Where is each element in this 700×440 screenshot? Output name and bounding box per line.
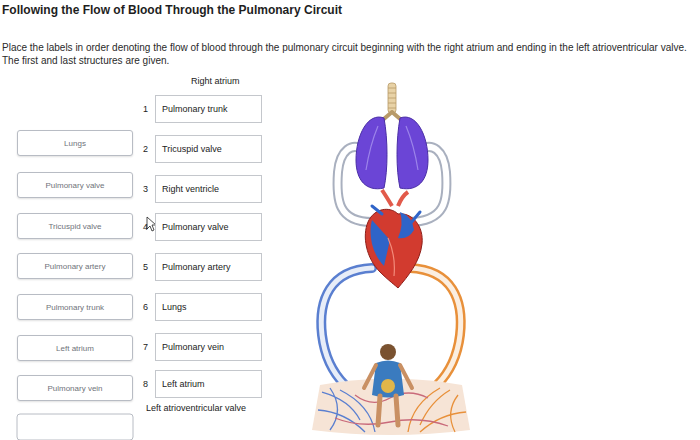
label-text: Left atrium xyxy=(56,344,94,353)
answer-slot-box: 8Left atrium xyxy=(155,370,262,398)
slot-text: Lungs xyxy=(162,302,187,312)
answer-slot-box: 5Pulmonary artery xyxy=(155,253,262,281)
answer-label-box: Left atrium xyxy=(17,335,133,361)
answer-label-box: Pulmonary artery xyxy=(17,253,133,279)
callout-number: 5 xyxy=(143,262,148,272)
answer-slot-box: 3Right ventricle xyxy=(155,175,262,203)
slot-text: Pulmonary valve xyxy=(162,222,229,232)
answer-label-box: Pulmonary trunk xyxy=(17,294,133,320)
callout-number: 1 xyxy=(143,104,148,114)
page-title: Following the Flow of Blood Through the … xyxy=(2,3,342,17)
label-text: Tricuspid valve xyxy=(48,222,101,231)
instructions-text: Place the labels in order denoting the f… xyxy=(2,41,696,67)
answer-label-box: Lungs xyxy=(17,130,133,156)
label-text: Pulmonary trunk xyxy=(46,303,104,312)
slot-text: Left atrium xyxy=(162,379,205,389)
answer-label-box: Pulmonary valve xyxy=(17,172,133,198)
answer-slot-box: 1Pulmonary trunk xyxy=(155,95,262,123)
answer-slot-box: 2Tricuspid valve xyxy=(155,135,262,163)
heart-illustration xyxy=(365,190,422,288)
slot-text: Pulmonary artery xyxy=(162,262,231,272)
person-figure xyxy=(364,344,412,425)
callout-number: 8 xyxy=(143,379,148,389)
slot-text: Pulmonary vein xyxy=(162,342,224,352)
callout-number: 3 xyxy=(143,184,148,194)
answer-label-box: Tricuspid valve xyxy=(17,213,133,239)
capillary-bed xyxy=(312,379,470,436)
label-text: Pulmonary artery xyxy=(45,262,106,271)
slot-text: Tricuspid valve xyxy=(162,144,222,154)
empty-label-box xyxy=(17,414,133,440)
callout-number: 6 xyxy=(143,302,148,312)
start-label: Right atrium xyxy=(191,76,240,86)
answer-slot-box: 4Pulmonary valve xyxy=(155,213,262,241)
label-text: Pulmonary vein xyxy=(47,384,102,393)
lungs-illustration xyxy=(356,117,428,189)
callout-number: 2 xyxy=(143,144,148,154)
answer-slot-box: 6Lungs xyxy=(155,293,262,321)
slot-text: Pulmonary trunk xyxy=(162,104,228,114)
end-label: Left atrioventricular valve xyxy=(146,403,246,413)
callout-number: 7 xyxy=(143,342,148,352)
answer-slot-box: 7Pulmonary vein xyxy=(155,333,262,361)
answer-label-box: Pulmonary vein xyxy=(17,375,133,401)
label-text: Lungs xyxy=(64,139,86,148)
slot-text: Right ventricle xyxy=(162,184,219,194)
label-text: Pulmonary valve xyxy=(45,181,104,190)
callout-number: 4 xyxy=(143,222,148,232)
